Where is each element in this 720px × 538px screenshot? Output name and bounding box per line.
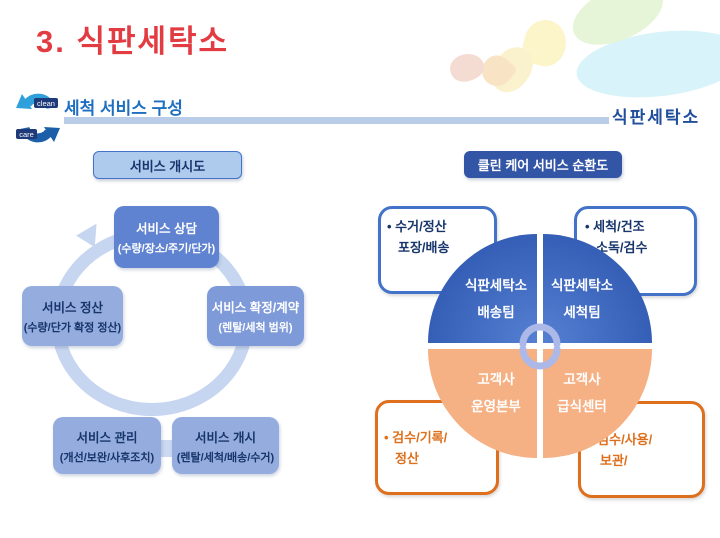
right-panel-heading-label: 클린 케어 서비스 순환도 (477, 158, 609, 173)
callout-inspect-use-text: • 검수/사용/ 보관/ (589, 431, 653, 468)
cycle-step-start-title: 서비스 개시 (195, 430, 256, 445)
quadrant-delivery-team-label: 식판세탁소 배송팀 (464, 278, 528, 320)
callout-inspect-record-text: • 검수/기록/ 정산 (384, 429, 448, 466)
quadrant-client-hq-label: 고객사 운영본부 (471, 372, 521, 414)
cycle-step-manage-title: 서비스 관리 (76, 430, 138, 445)
section-title: 세척 서비스 구성 (64, 99, 183, 118)
brand-label: 식판세탁소 (612, 108, 701, 127)
cycle-connector (160, 440, 173, 457)
cycle-step-settle-title: 서비스 정산 (42, 301, 103, 315)
decoration-salmon-petal (446, 49, 488, 86)
cycle-step-start-detail: (렌탈/세척/배송/수거) (176, 451, 275, 464)
service-cycle-circle: 식판세탁소 배송팀 식판세탁소 세척팀 고객사 운영본부 고객사 급식센터 (428, 234, 652, 458)
cycle-step-consult: 서비스 상담 (수량/장소/주기/단가) (114, 206, 219, 268)
left-panel-heading: 서비스 개시도 (93, 151, 242, 179)
cycle-step-start: 서비스 개시 (렌탈/세척/배송/수거) (172, 417, 279, 474)
right-panel-heading: 클린 케어 서비스 순환도 (464, 151, 622, 178)
quadrant-washing-team-label: 식판세탁소 세척팀 (550, 278, 614, 320)
cycle-step-consult-title: 서비스 상담 (136, 222, 197, 236)
cycle-step-settle-detail: (수량/단가 확정 정산) (23, 322, 122, 334)
logo-clean-badge: clean (37, 99, 55, 108)
logo-care-badge: care (19, 130, 34, 139)
callout-pickup-delivery-text: • 수거/정산 포장/배송 (387, 219, 450, 255)
quadrant-client-cafeteria-label: 고객사 급식센터 (557, 372, 607, 414)
header-rule (64, 117, 609, 124)
callout-wash-dry-text: • 세척/건조 소독/검수 (585, 219, 648, 255)
recycle-arrows-icon: clean care (16, 93, 60, 143)
left-panel-heading-label: 서비스 개시도 (129, 158, 206, 174)
cycle-step-contract-title: 서비스 확정/계약 (211, 301, 300, 315)
cycle-step-contract: 서비스 확정/계약 (렌탈/세척 범위) (207, 286, 304, 346)
cycle-step-manage: 서비스 관리 (개선/보완/사후조치) (53, 417, 161, 474)
cycle-step-contract-detail: (렌탈/세척 범위) (218, 322, 293, 334)
cycle-step-settle: 서비스 정산 (수량/단가 확정 정산) (22, 286, 123, 346)
cycle-step-manage-detail: (개선/보완/사후조치) (59, 451, 155, 464)
cycle-spinner-icon (519, 323, 561, 370)
slide-title: 3. 식판세탁소 (36, 24, 230, 59)
clean-care-logo: clean care (15, 92, 61, 144)
cycle-step-consult-detail: (수량/장소/주기/단가) (117, 243, 216, 255)
